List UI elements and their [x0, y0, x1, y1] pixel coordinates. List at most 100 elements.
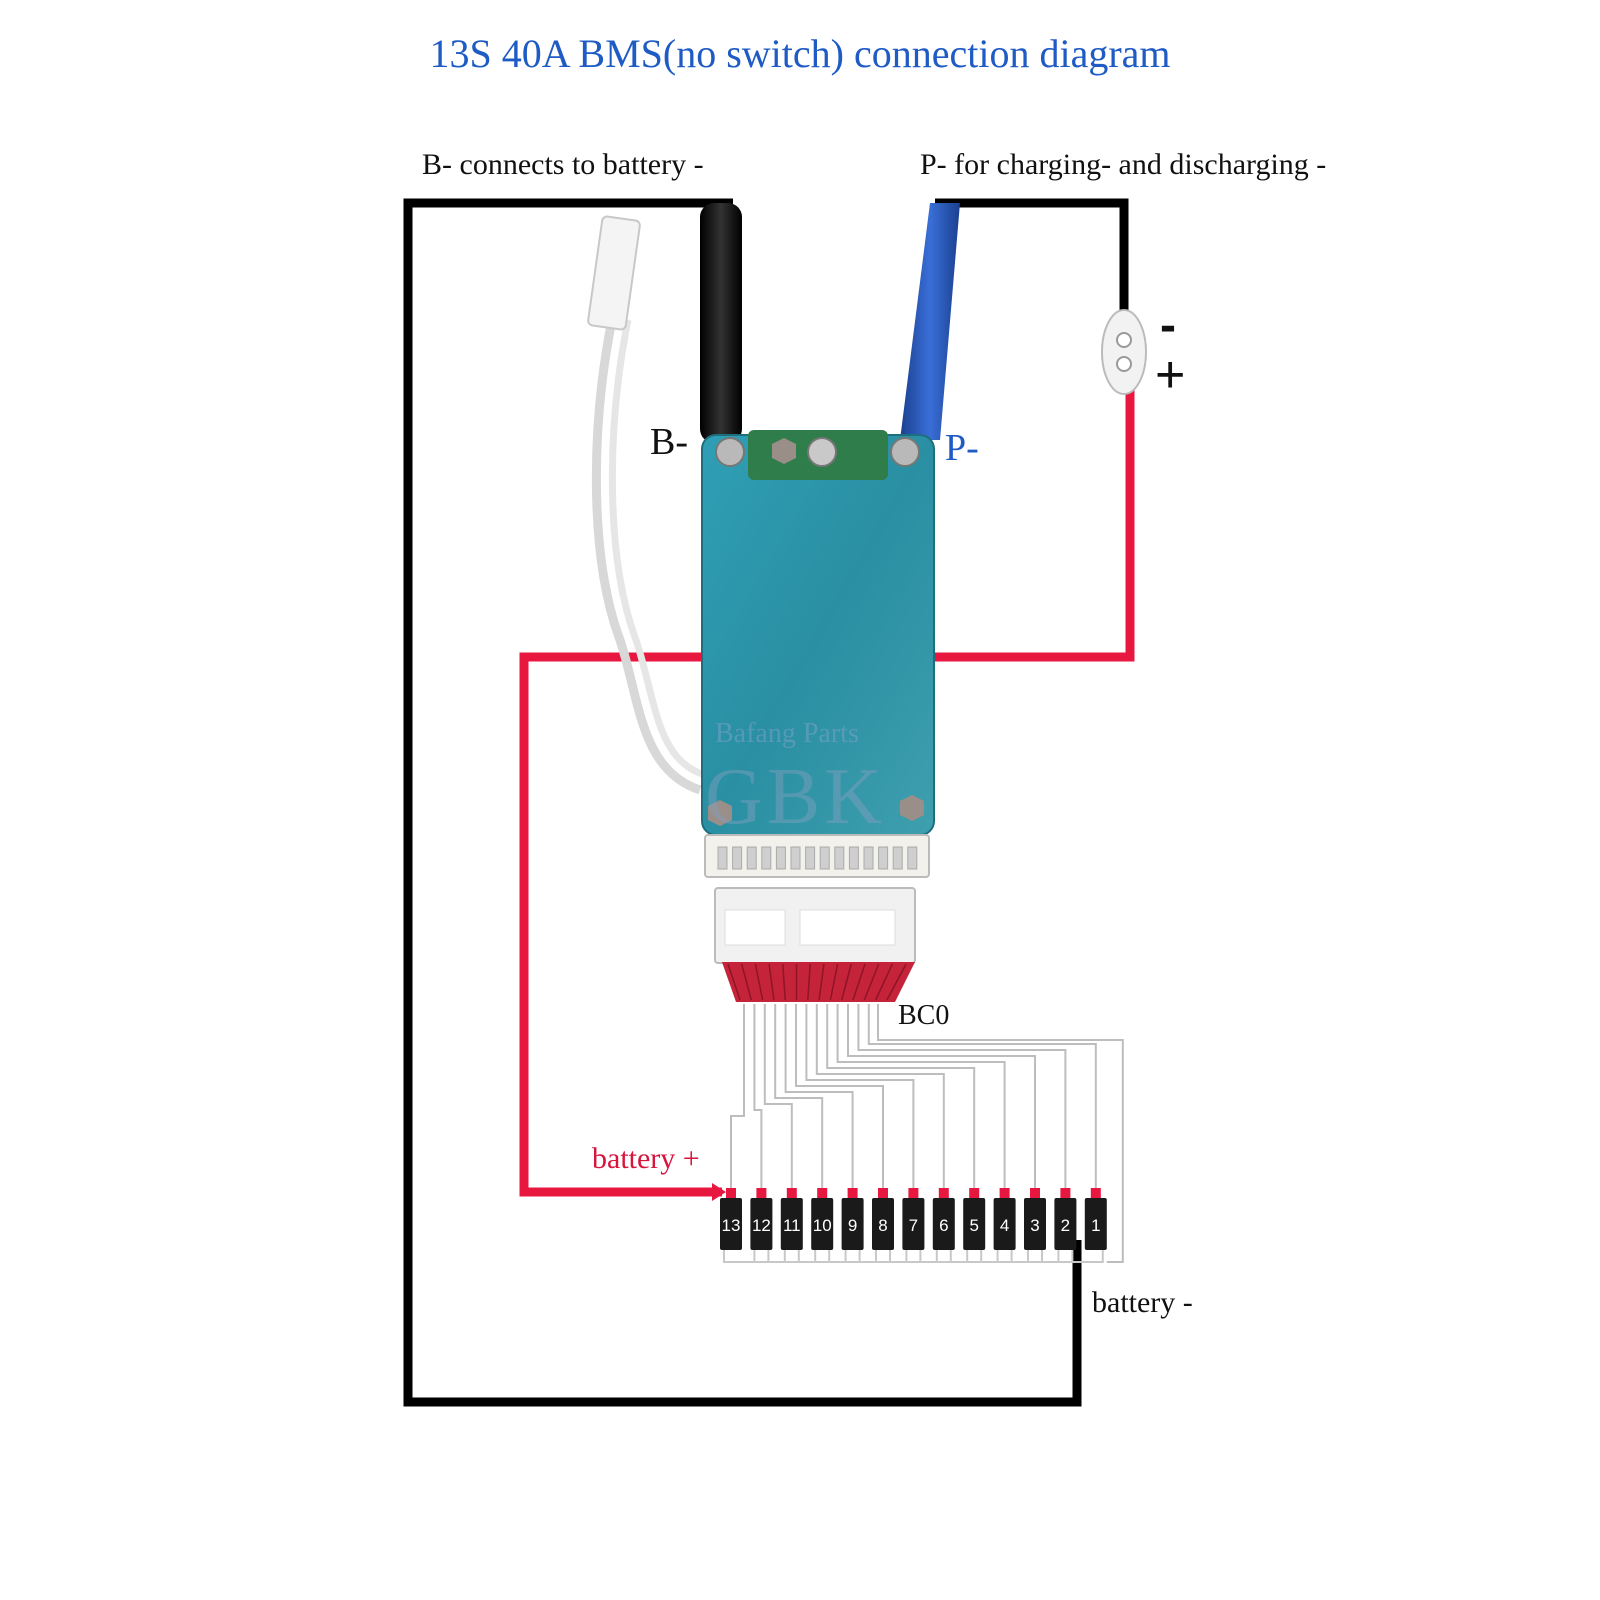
battery-cell [780, 1198, 803, 1250]
watermark-logo: GBK [705, 753, 886, 841]
cell-number-label: 4 [1000, 1216, 1009, 1235]
battery-plus-wire [519, 372, 1135, 1197]
cell-number-label: 10 [813, 1216, 832, 1235]
board-bolt [900, 795, 924, 821]
connector-pin [834, 846, 845, 870]
cell-terminal [817, 1188, 828, 1198]
battery-cell [993, 1198, 1016, 1250]
balance-lead [774, 1004, 824, 1188]
charger-connector-icon [1101, 309, 1147, 395]
b-minus-screw [715, 437, 745, 467]
ribbon-stripe [863, 963, 880, 1001]
cell-terminal [786, 1188, 797, 1198]
ribbon-stripe [768, 963, 775, 1001]
battery-plus-arrow-icon [712, 1183, 726, 1201]
cell-number-label: 5 [969, 1216, 978, 1235]
ribbon-stripe [874, 963, 894, 1001]
charger-plus-pin [1116, 356, 1132, 372]
series-link [935, 1250, 983, 1263]
cell-terminal [999, 1188, 1010, 1198]
charger-minus-pin [1116, 332, 1132, 348]
bc0-lead [877, 1004, 1124, 1263]
cell-terminal [726, 1188, 736, 1198]
battery-cell [963, 1198, 986, 1250]
battery-cell [932, 1198, 955, 1250]
balance-lead [847, 1004, 1036, 1188]
connector-pin [892, 846, 903, 870]
b-minus-connection-label: B- connects to battery - [422, 148, 704, 181]
connector-pin [819, 846, 830, 870]
series-link [844, 1250, 891, 1263]
connector-pin [717, 846, 728, 870]
cell-number-label: 3 [1030, 1216, 1039, 1235]
p-minus-lead [900, 203, 960, 440]
cell-terminal [756, 1188, 767, 1198]
connector-pin [863, 846, 874, 870]
ribbon-stripe [740, 963, 753, 1001]
bc0-label: BC0 [898, 1000, 950, 1031]
charger-plus-label: + [1155, 346, 1186, 404]
cell-number-label: 1 [1091, 1216, 1100, 1235]
connector-pin [907, 846, 918, 870]
series-link [783, 1250, 831, 1263]
balance-lead [857, 1004, 1067, 1188]
watermark-text: Bafang Parts [715, 718, 859, 749]
cell-terminal [969, 1188, 980, 1198]
balance-lead [826, 1004, 976, 1188]
battery-cell [1024, 1198, 1046, 1250]
temp-sensor-icon [587, 215, 641, 331]
board-bolt [772, 438, 796, 464]
ribbon-stripe [852, 963, 866, 1001]
ribbon-stripe [886, 963, 907, 1001]
connector-pin [775, 846, 786, 870]
p-minus-terminal-label: P- [945, 427, 979, 469]
cell-number-label: 7 [909, 1216, 918, 1235]
balance-lead [730, 1004, 745, 1188]
balance-lead [805, 1004, 915, 1188]
cell-terminal [1060, 1188, 1071, 1198]
cell-number-label: 13 [722, 1216, 741, 1235]
balance-lead [763, 1004, 793, 1188]
battery-cell [841, 1198, 864, 1250]
series-link [905, 1250, 952, 1263]
battery-cell [902, 1198, 925, 1250]
series-link [966, 1250, 1013, 1263]
balance-lead [867, 1004, 1097, 1188]
battery-cell [720, 1198, 742, 1250]
ribbon-stripe [727, 963, 741, 1001]
cell-number-label: 12 [752, 1216, 771, 1235]
board-bolt [708, 800, 732, 826]
board-connector-pins [717, 846, 918, 870]
balance-lead [795, 1004, 884, 1188]
cell-number-label: 2 [1061, 1216, 1070, 1235]
battery-cell [750, 1198, 773, 1250]
battery-plus-label: battery + [592, 1142, 700, 1175]
ribbon-stripe [829, 963, 839, 1001]
cell-terminal [938, 1188, 949, 1198]
balance-lead [784, 1004, 854, 1188]
cell-number-label: 9 [848, 1216, 857, 1235]
ribbon-stripe [782, 963, 786, 1001]
cell-number-label: 8 [878, 1216, 887, 1235]
connector-pin [878, 846, 889, 870]
series-link [996, 1250, 1043, 1263]
temp-sensor-wire [591, 319, 702, 795]
balance-lead [753, 1004, 763, 1188]
series-link [875, 1250, 922, 1263]
connector-pin [732, 846, 743, 870]
battery-cell [872, 1198, 894, 1250]
connector-pin [805, 846, 816, 870]
cell-terminal [878, 1188, 888, 1198]
balance-lead-wires [730, 1004, 1124, 1263]
center-screw [807, 437, 837, 467]
balance-lead [815, 1004, 945, 1188]
cell-terminal [1090, 1188, 1101, 1198]
connector-pin [746, 846, 757, 870]
series-link [814, 1250, 861, 1263]
battery-cell [811, 1198, 834, 1250]
cell-terminal [847, 1188, 858, 1198]
ribbon-stripe [818, 963, 825, 1001]
